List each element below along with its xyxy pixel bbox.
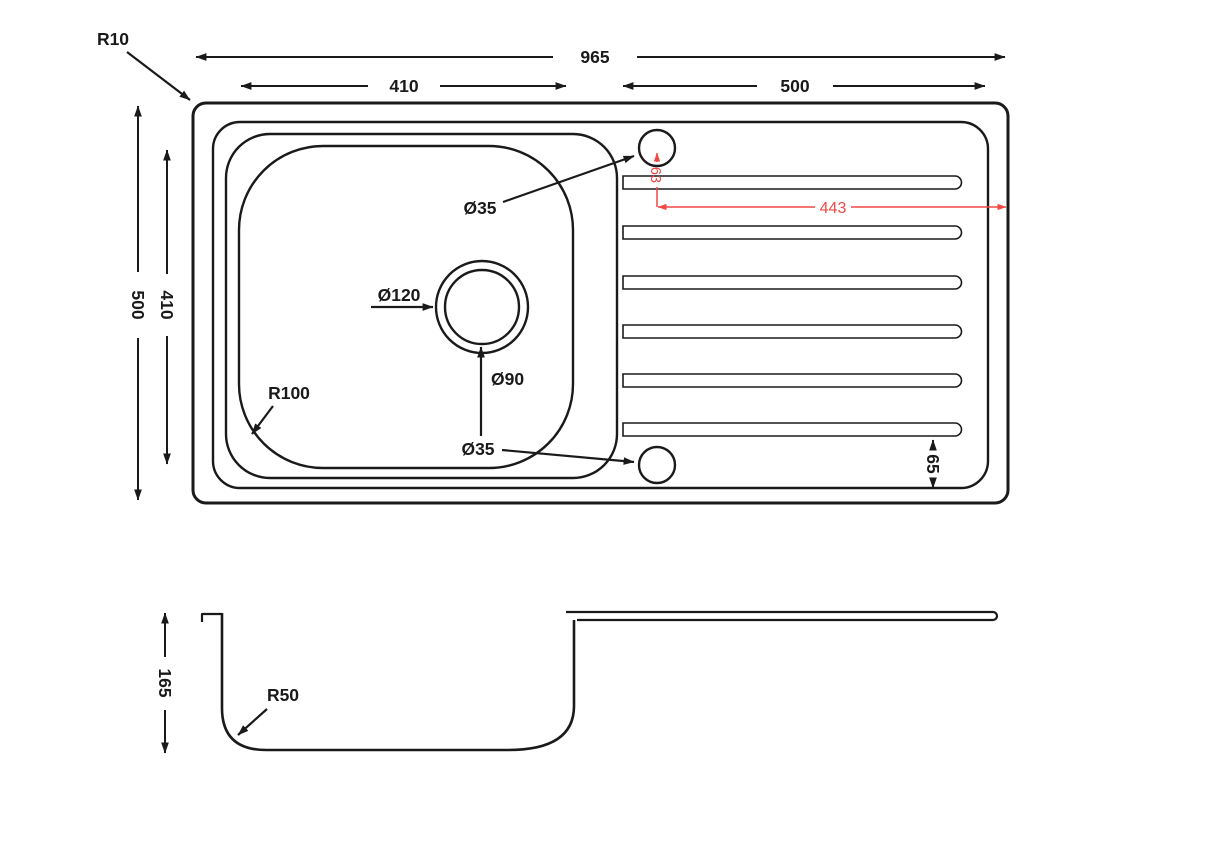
dim-hole-offset-horizontal: 443: [657, 200, 1007, 217]
leader-base-radius: R50: [237, 685, 299, 736]
label-hole-bottom: Ø35: [461, 439, 494, 459]
leader-bowl-radius: R100: [251, 383, 310, 435]
dim-groove-gap: 65: [923, 439, 943, 489]
leader-waste-inner: Ø90: [477, 346, 524, 436]
section-bowl-profile: [220, 613, 576, 752]
label-overall-width: 965: [580, 47, 609, 67]
dim-hole-offset-vertical: 63: [647, 152, 663, 207]
dim-drainer-width: 500: [622, 76, 986, 96]
label-drainer-width: 500: [780, 76, 809, 96]
leader-line: [126, 51, 191, 101]
leader-hole-top: Ø35: [463, 154, 635, 218]
section-view: 165 R50: [155, 610, 999, 754]
label-corner-radius: R10: [97, 29, 129, 49]
label-base-radius: R50: [267, 685, 299, 705]
leader-corner-radius: R10: [97, 29, 191, 101]
label-section-depth: 165: [155, 668, 175, 697]
drainer-groove: [622, 225, 963, 240]
label-hole-offset-vertical: 63: [647, 167, 663, 183]
label-waste-inner: Ø90: [491, 369, 524, 389]
dim-bowl-width: 410: [240, 76, 567, 96]
drainer-groove: [622, 175, 963, 190]
label-waste-outer: Ø120: [378, 285, 421, 305]
tap-hole-bottom: [637, 445, 677, 485]
label-hole-offset-horizontal: 443: [820, 200, 847, 217]
section-drainer-sheet: [566, 610, 999, 622]
label-bowl-width: 410: [389, 76, 418, 96]
drainer-grooves: [622, 175, 963, 437]
plan-view: 965 410 500 500 410: [97, 29, 1010, 505]
dim-overall-width: 965: [195, 47, 1006, 67]
leader-line: [237, 708, 268, 736]
label-groove-gap: 65: [923, 454, 943, 474]
drainer-groove: [622, 324, 963, 339]
tap-hole-top: [637, 128, 677, 168]
dim-overall-depth: 500: [128, 105, 148, 501]
label-overall-depth: 500: [128, 290, 148, 319]
label-bowl-depth: 410: [157, 290, 177, 319]
leader-line: [251, 405, 274, 435]
leader-hole-bottom: Ø35: [461, 439, 635, 465]
leader-waste-outer: Ø120: [371, 285, 434, 311]
dim-section-depth: 165: [155, 612, 175, 754]
drainer-groove: [622, 422, 963, 437]
section-rim-lip: [200, 612, 222, 622]
leader-line: [502, 154, 635, 204]
leader-line: [501, 448, 635, 465]
label-bowl-radius: R100: [268, 383, 310, 403]
drainer-groove: [622, 275, 963, 290]
dim-bowl-depth: 410: [157, 149, 177, 465]
label-hole-top: Ø35: [463, 198, 496, 218]
waste-inner-circle: [443, 268, 521, 346]
drainer-groove: [622, 373, 963, 388]
